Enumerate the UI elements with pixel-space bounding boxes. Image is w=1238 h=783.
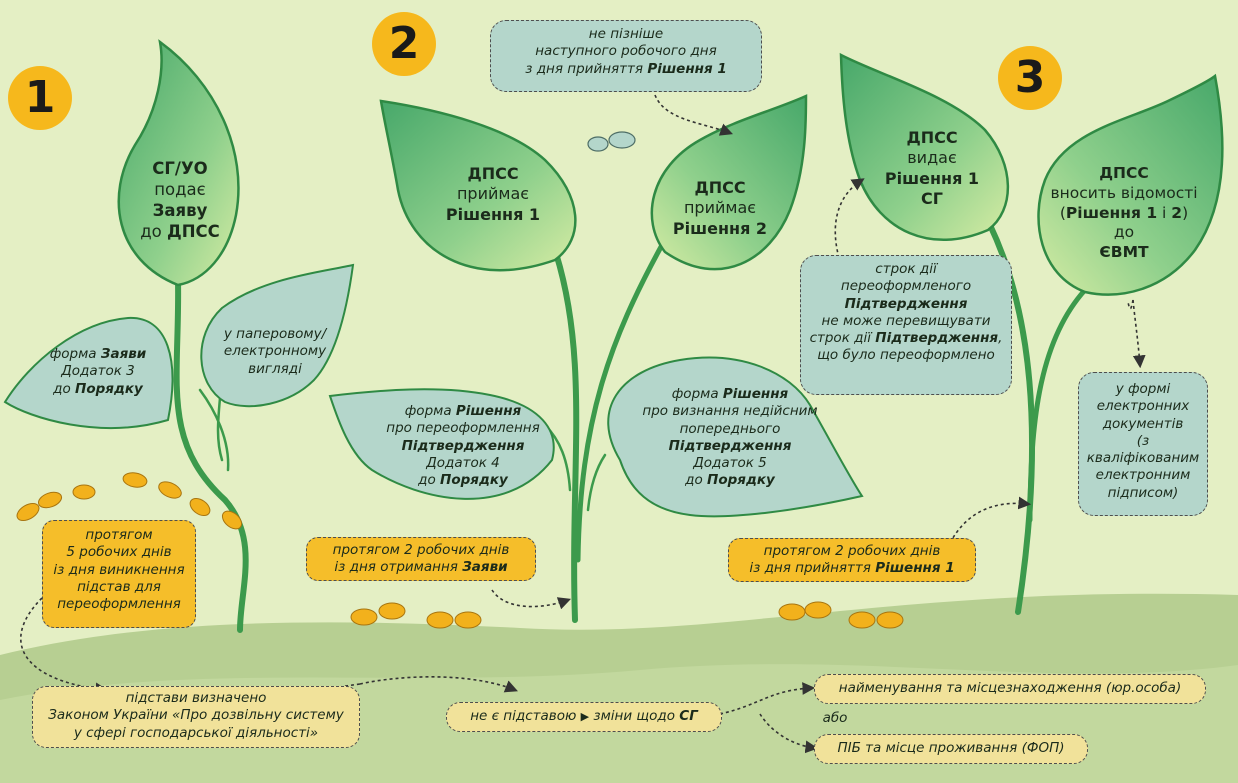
footprint-icon bbox=[778, 603, 806, 621]
top-note-box: не пізніше наступного робочого дня з дня… bbox=[490, 20, 762, 92]
dashed-arrow-icon bbox=[759, 713, 819, 754]
footprint-icon bbox=[158, 481, 182, 499]
dashed-arrow-icon bbox=[20, 597, 109, 696]
footprint-icon bbox=[16, 502, 40, 522]
footprint-icon bbox=[189, 497, 211, 517]
leaf-2b bbox=[650, 94, 808, 271]
footprint-icon bbox=[122, 472, 148, 488]
dashed-arrow-icon bbox=[1132, 299, 1146, 369]
footprint-icon bbox=[876, 611, 904, 629]
validity-note-box: строк дії переоформленого Підтвердження … bbox=[800, 255, 1012, 395]
footprint-icon bbox=[608, 131, 636, 149]
leaf-2a-form bbox=[328, 388, 555, 500]
stem-2a bbox=[552, 247, 580, 623]
not-ground-box: не є підставою ▶ зміни щодо СГ bbox=[446, 702, 722, 732]
subject-label: СГ/УО bbox=[152, 159, 208, 178]
footprint-icon bbox=[804, 601, 832, 619]
leaf-1-paper bbox=[200, 263, 355, 408]
deadline-3-box: протягом 2 робочих днів із дня прийняття… bbox=[728, 538, 976, 582]
leaf-2a-text: ДПСС приймає Рішення 1 bbox=[445, 164, 541, 224]
leaf-1 bbox=[117, 39, 240, 287]
individual-box: ПІБ та місце проживання (ФОП) bbox=[814, 734, 1088, 764]
or-label: або bbox=[822, 710, 848, 726]
footprint-icon bbox=[426, 611, 454, 629]
electronic-note-box: у формі електронних документів (з кваліф… bbox=[1078, 372, 1208, 516]
stem-1 bbox=[173, 277, 249, 633]
stem-2b bbox=[575, 242, 665, 563]
step-badge-2: 2 bbox=[372, 12, 436, 76]
leaf-2a-form-text: форма Рішення про переоформлення Підтвер… bbox=[386, 403, 540, 489]
leaf-2b-form bbox=[607, 356, 864, 518]
footprint-icon bbox=[454, 611, 482, 629]
dashed-arrow-icon bbox=[491, 589, 572, 610]
stem-3b bbox=[1027, 287, 1088, 523]
arrow-right-icon: ▶ bbox=[580, 710, 590, 723]
footprint-icon bbox=[587, 136, 609, 152]
footprints bbox=[16, 472, 904, 629]
footprint-icon bbox=[72, 484, 96, 500]
leaf-3a bbox=[839, 52, 1010, 242]
leaf-1-paper-text: у паперовому/ електронному вигляді bbox=[223, 326, 327, 377]
leaf-3b bbox=[1037, 73, 1224, 296]
footprint-icon bbox=[378, 602, 406, 620]
leaf-3a-text: ДПСС видає Рішення 1 СГ bbox=[884, 128, 980, 209]
dashed-arrow-icon bbox=[654, 94, 734, 136]
footprint-icon bbox=[37, 491, 63, 509]
leaf-3b-text: ДПСС вносить відомості (Рішення 1 і 2) д… bbox=[1050, 164, 1198, 262]
footprint-icon bbox=[848, 611, 876, 629]
legal-entity-box: найменування та місцезнаходження (юр.осо… bbox=[814, 674, 1206, 704]
step-badge-1: 1 bbox=[8, 66, 72, 130]
deadline-1-box: протягом 5 робочих днів із дня виникненн… bbox=[42, 520, 196, 628]
leaf-2b-text: ДПСС приймає Рішення 2 bbox=[672, 178, 768, 238]
dashed-arrow-icon bbox=[949, 496, 1032, 544]
deadline-2-box: протягом 2 робочих днів із дня отримання… bbox=[306, 537, 536, 581]
leaf-1-form-text: форма Заяви Додаток 3 до Порядку bbox=[49, 346, 147, 397]
footprint-icon bbox=[350, 608, 378, 626]
step-badge-3: 3 bbox=[998, 46, 1062, 110]
leaf-1-text: СГ/УО подає Заяву до ДПСС bbox=[122, 158, 238, 242]
leaf-1-form bbox=[3, 316, 174, 429]
leaf-2a bbox=[379, 99, 577, 272]
dashed-arrow-icon bbox=[359, 676, 518, 693]
grounds-box: підстави визначено Законом України «Про … bbox=[32, 686, 360, 748]
leaf-2b-form-text: форма Рішення про визнання недійсним поп… bbox=[642, 386, 818, 489]
footprint-icon bbox=[221, 510, 243, 530]
